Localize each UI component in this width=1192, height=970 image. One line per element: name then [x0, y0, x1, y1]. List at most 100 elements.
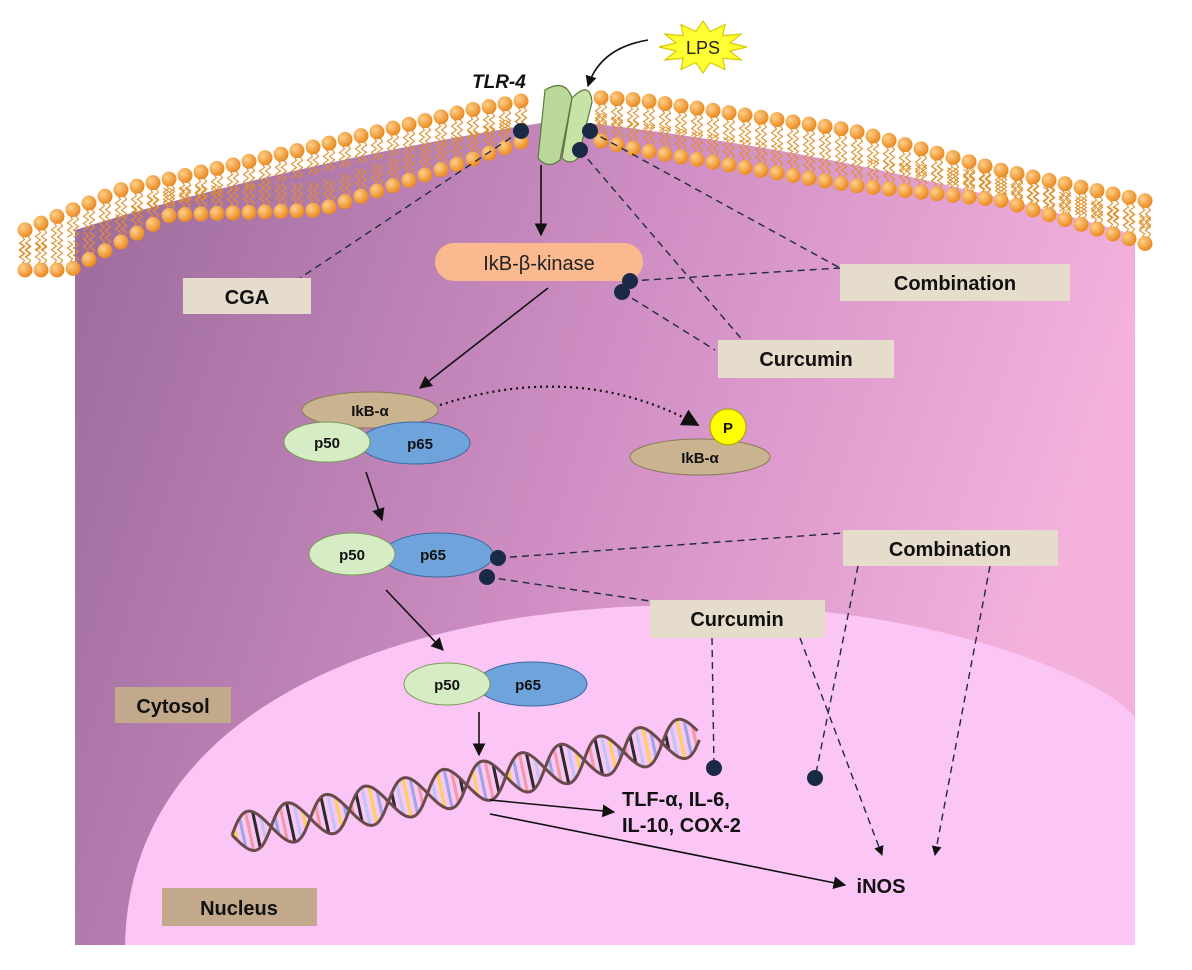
lipid-head	[945, 149, 961, 165]
combination-box-mid	[843, 530, 1058, 566]
lipid-head	[289, 203, 305, 219]
lipid-head	[305, 202, 321, 218]
lipid-head	[113, 182, 129, 198]
lipid-head	[193, 206, 209, 222]
lipid-head	[145, 216, 161, 232]
lipid-head	[417, 167, 433, 183]
lipid-head	[145, 175, 161, 191]
lipid-head	[1089, 221, 1105, 237]
lipid-head	[465, 151, 481, 167]
lipid-head	[593, 133, 609, 149]
dna-base-pair	[511, 758, 522, 790]
lipid-head	[497, 96, 513, 112]
lipid-head	[337, 131, 353, 147]
dna-base-pair	[593, 738, 605, 776]
lipid-head	[1009, 197, 1025, 213]
dna-base-pair	[314, 804, 322, 829]
lps-starburst	[658, 19, 748, 75]
lipid-head	[897, 137, 913, 153]
lipid-head	[65, 202, 81, 218]
dna-base-pair	[533, 757, 542, 782]
dna-base-pair	[436, 772, 447, 809]
cytosol-label: Cytosol	[136, 696, 209, 718]
lipid-head	[1137, 193, 1153, 209]
dna-base-pair	[649, 731, 658, 758]
lipid-head	[433, 109, 449, 125]
curcumin-nfkb-inhibition-line	[486, 576, 651, 602]
lipid-head	[161, 208, 177, 224]
dna-base-pair	[259, 816, 268, 841]
lipid-head	[177, 207, 193, 222]
lipid-head	[81, 252, 97, 268]
lps-to-tlr4-arrow	[585, 39, 649, 88]
lipid-head	[1041, 207, 1057, 223]
lipid-head	[513, 134, 529, 150]
dna-base-pair	[471, 769, 480, 797]
dna-base-pair	[547, 757, 555, 777]
curcumin-cytokine-inhibition-line	[711, 637, 715, 769]
lipid-head	[737, 160, 753, 175]
dna-base-pair	[682, 719, 693, 756]
dna-base-pair	[395, 782, 406, 816]
lipid-head	[17, 262, 33, 278]
dna-base-pair	[408, 778, 420, 814]
lipid-head	[929, 186, 945, 202]
lipid-head	[721, 157, 737, 173]
lipid-head	[593, 90, 609, 106]
dna-base-pair	[483, 760, 495, 800]
dna-base-pair	[669, 724, 679, 757]
cytokines-line2: IL-10, COX-2	[622, 815, 741, 837]
lipid-head	[865, 179, 881, 195]
lipid-head	[625, 92, 641, 108]
released-ikb-alpha-label: IkB-α	[681, 450, 719, 467]
lipid-head	[945, 187, 961, 203]
curcumin-inhibition-line	[579, 149, 746, 344]
lipid-head	[273, 146, 289, 162]
dna-base-pair	[599, 735, 612, 775]
dna-base-pair	[587, 746, 596, 770]
dna-base-pair	[326, 794, 338, 834]
dna-base-pair	[607, 738, 618, 769]
dna-base-pair	[319, 796, 331, 834]
lipid-head	[1025, 202, 1041, 218]
lipid-head	[97, 188, 113, 204]
curcumin-box-mid	[650, 600, 825, 638]
dna-to-inos-arrow	[489, 813, 847, 890]
dna-base-pair	[417, 784, 425, 806]
dna-base-pair	[566, 745, 577, 780]
lipid-head	[49, 208, 65, 224]
cga-inhibition-line	[299, 130, 522, 279]
lipid-head	[209, 160, 225, 176]
lipid-head	[49, 262, 65, 278]
lipid-head	[193, 164, 209, 180]
lipid-head	[865, 128, 881, 144]
lipid-head	[657, 96, 673, 112]
lipid-head	[737, 107, 753, 123]
lipid-head	[385, 178, 401, 194]
lipid-head	[17, 222, 33, 238]
lipid-head	[833, 121, 849, 137]
lipid-head	[1057, 212, 1073, 227]
lipid-head	[1089, 183, 1105, 199]
inhibitor-dot	[706, 760, 722, 776]
nucleus-label: Nucleus	[200, 898, 278, 920]
dimer-translocation-arrow	[385, 589, 444, 651]
lipid-head	[337, 194, 353, 210]
dna-base-pair	[273, 816, 281, 835]
dna-base-pair	[333, 797, 344, 828]
inhibitor-dot	[807, 770, 823, 786]
p50-label: p50	[339, 547, 365, 564]
lipid-head	[849, 124, 865, 140]
lipid-head	[481, 99, 497, 115]
inhibitor-dot	[614, 284, 630, 300]
lipid-head	[81, 195, 97, 211]
lipid-head	[257, 204, 273, 220]
lipid-head	[369, 183, 385, 199]
ikk-to-complex-arrow	[418, 287, 549, 389]
lipid-head	[385, 120, 401, 136]
lipid-head	[1009, 166, 1025, 182]
lipid-head	[209, 205, 225, 221]
dna-base-pair	[238, 817, 248, 848]
lipid-head	[129, 225, 145, 241]
lipid-head	[689, 152, 705, 167]
